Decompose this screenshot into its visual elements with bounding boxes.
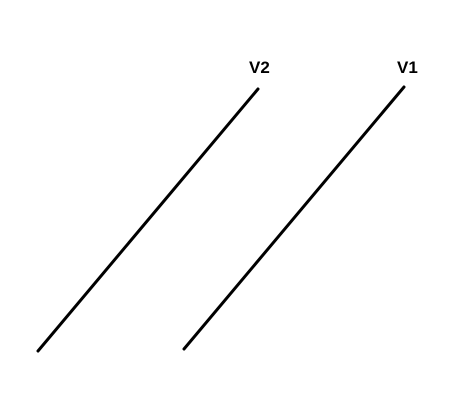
line-v1-label: V1	[397, 58, 418, 77]
line-v2	[36, 87, 260, 353]
line-v2-label: V2	[249, 58, 270, 77]
line-v1	[182, 85, 406, 351]
